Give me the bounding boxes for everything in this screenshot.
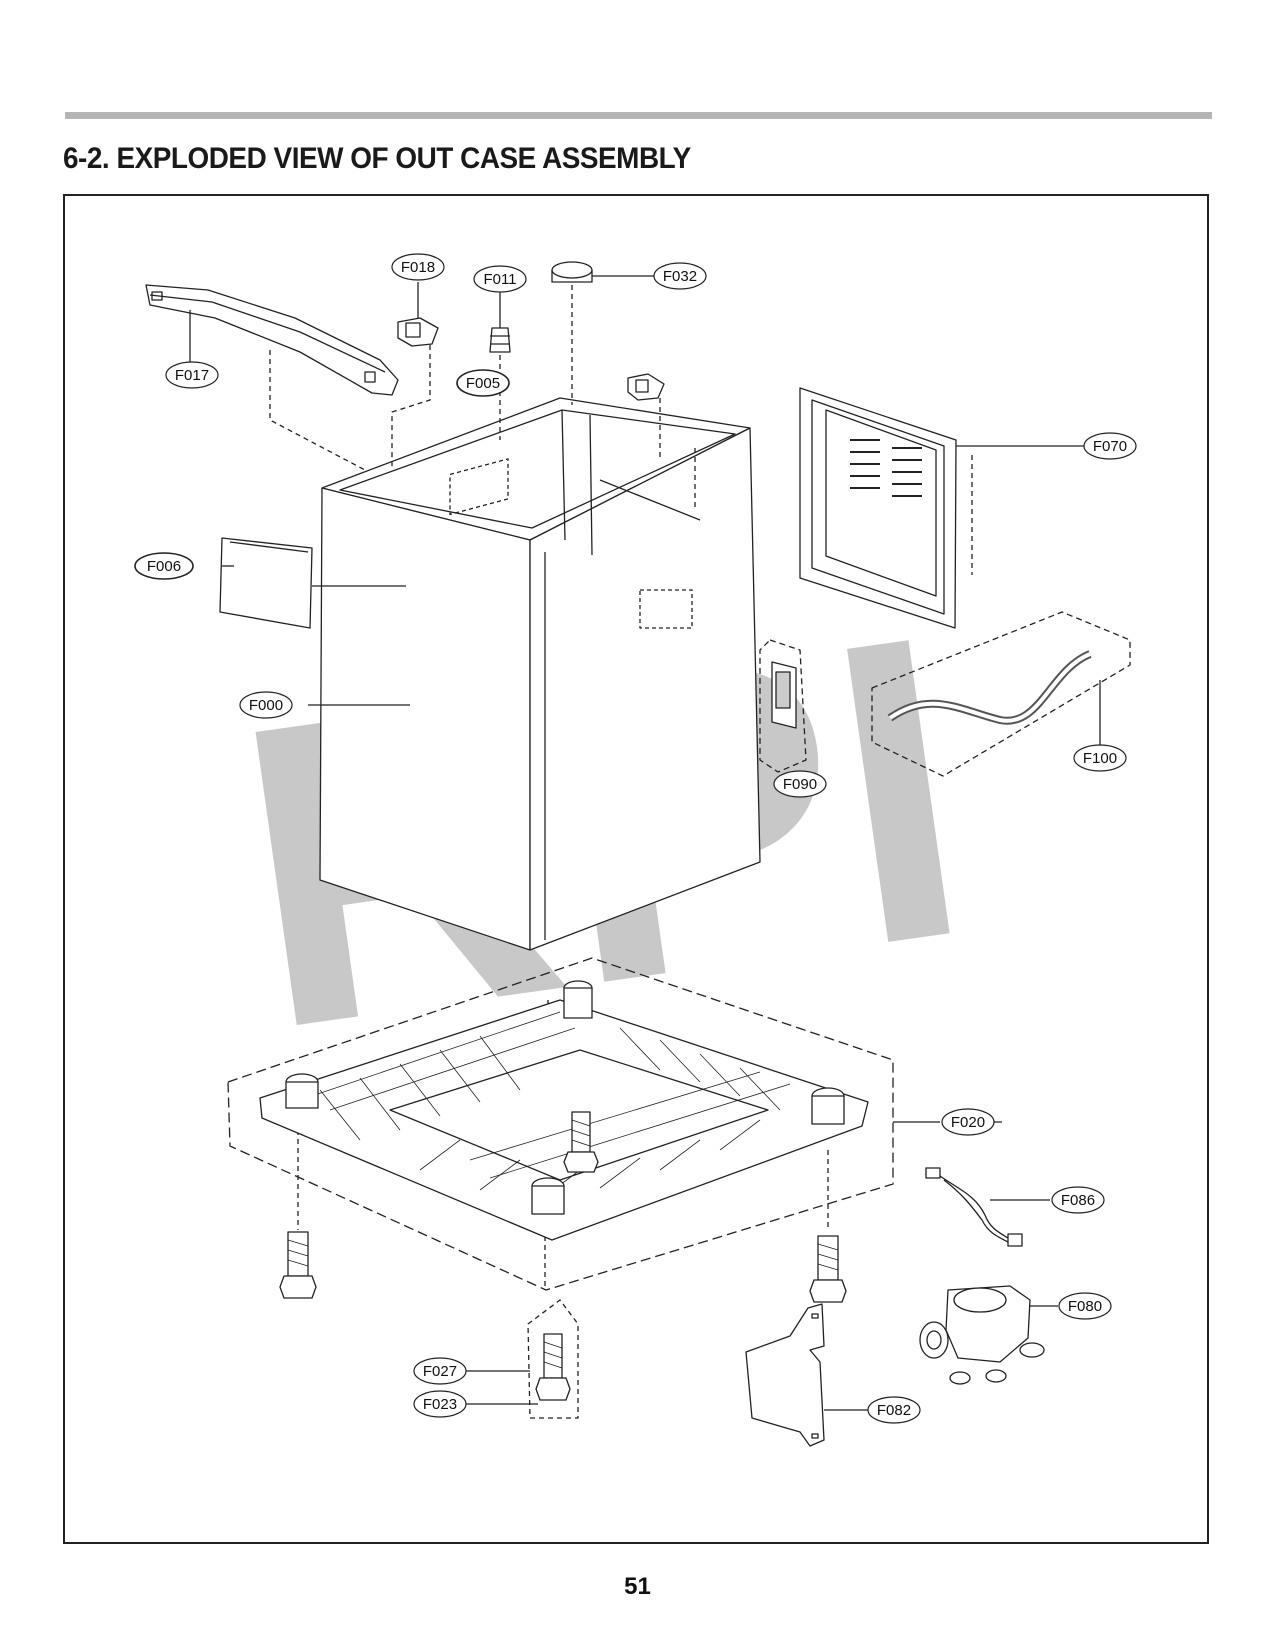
callout-f006: F006 [134,552,194,580]
callout-f032: F032 [653,262,707,290]
svg-text:F082: F082 [877,1402,911,1419]
part-f082-bracket [745,1303,868,1447]
part-f011-bushing [489,290,511,353]
svg-text:F000: F000 [249,697,283,714]
guide-lines [269,285,973,1290]
svg-text:F100: F100 [1083,750,1117,767]
part-leveling-feet [279,1111,847,1419]
part-f086-wire [925,1167,1050,1247]
svg-text:F006: F006 [147,558,181,575]
callout-labels: F018 F011 F032 F017 F005 F070 F006 F000 [134,253,1137,1424]
part-f100-hose [871,611,1131,777]
page-number: 51 [624,1573,651,1600]
part-f017-rail [145,284,399,396]
callout-f080: F080 [1058,1292,1112,1320]
part-f000-cabinet [319,397,761,951]
svg-text:F023: F023 [423,1396,457,1413]
callout-f023: F023 [413,1390,467,1418]
svg-text:F070: F070 [1093,438,1127,455]
part-f006-panel [219,537,313,629]
part-f080-pump [919,1285,1058,1385]
callout-f017: F017 [165,361,219,389]
part-f032-clamp [551,261,655,283]
part-f090-switch [759,639,807,782]
header-rule [65,112,1212,119]
callout-f100: F100 [1073,744,1127,772]
part-f020-base [227,957,940,1291]
svg-text:F011: F011 [483,271,516,288]
foot-bolt-left [279,1231,317,1299]
callout-f086: F086 [1051,1186,1105,1214]
svg-text:F018: F018 [401,259,435,276]
part-clip-right [627,373,665,401]
page-title: 6-2. EXPLODED VIEW OF OUT CASE ASSEMBLY [63,142,691,175]
svg-text:F005: F005 [466,375,500,392]
svg-text:F027: F027 [423,1363,457,1380]
part-f018-clip [397,282,439,347]
foot-bolt-right [809,1235,847,1303]
svg-text:F080: F080 [1068,1298,1102,1315]
foot-bolt-f027 [527,1299,579,1419]
callout-f011: F011 [473,265,527,293]
part-f070-back-panel [799,387,1085,629]
svg-text:F090: F090 [783,776,817,793]
svg-text:F032: F032 [663,268,697,285]
svg-text:F020: F020 [951,1114,985,1131]
callout-f020: F020 [941,1108,995,1136]
svg-text:F017: F017 [175,367,209,384]
callout-f070: F070 [1083,432,1137,460]
callout-f027: F027 [413,1357,467,1385]
callout-f000: F000 [239,691,293,719]
diagram-frame [63,194,1209,1544]
foot-bolt-center [563,1111,599,1173]
callout-f018: F018 [391,253,445,281]
callout-f082: F082 [867,1396,921,1424]
callout-f005: F005 [456,369,510,397]
svg-text:F086: F086 [1061,1192,1095,1209]
callout-f090: F090 [773,770,827,798]
